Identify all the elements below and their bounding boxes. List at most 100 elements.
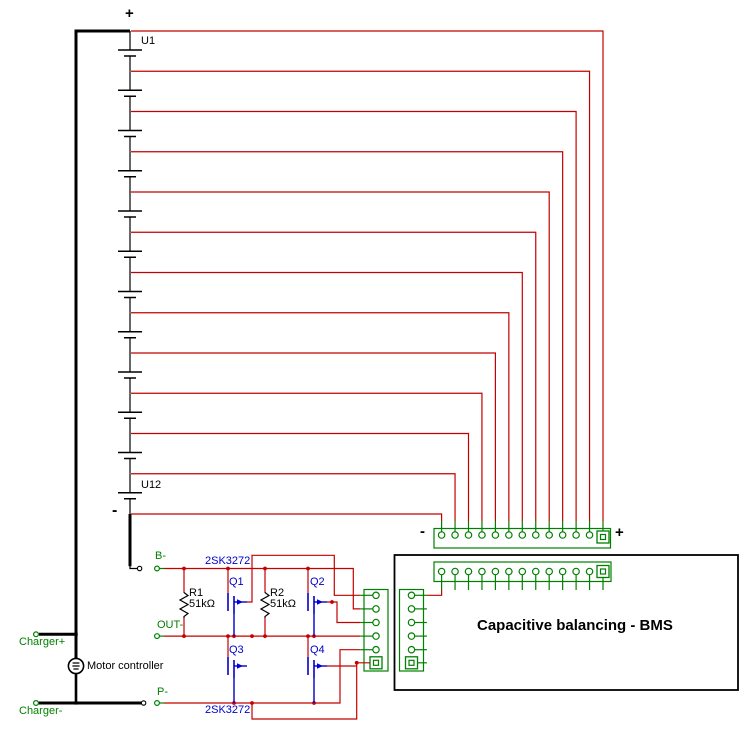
connector-pin	[545, 531, 554, 539]
connector-pin	[531, 567, 540, 576]
mosfet-arrow	[237, 663, 243, 669]
connector-pin	[407, 645, 416, 654]
sense-tap-wire	[131, 70, 591, 521]
mosfet-q1-label[interactable]: Q1	[229, 576, 244, 588]
sense-tap-wire	[131, 312, 510, 521]
motor-glyph	[72, 662, 80, 670]
terminal-charger-minus-label[interactable]: Charger-	[19, 705, 63, 717]
connector-pin	[558, 531, 567, 539]
terminal-charger-minus	[32, 699, 39, 706]
connector-pin	[372, 605, 380, 613]
terminal-charger-plus	[32, 631, 39, 638]
connector-pin-square	[596, 564, 610, 579]
sense-tap-wire	[131, 392, 483, 521]
connector-pin	[558, 567, 567, 576]
connector-pin	[372, 591, 380, 600]
sense-tap-wire	[131, 432, 470, 521]
sense-tap-wire	[131, 513, 443, 521]
mosfet-q2-label[interactable]: Q2	[310, 576, 325, 588]
resistor-r1-value[interactable]: 51kΩ	[189, 598, 215, 610]
junction-dot	[226, 566, 230, 571]
mosfet-q4-label[interactable]: Q4	[310, 644, 325, 656]
connector-pin	[451, 531, 459, 539]
junction-dot	[182, 566, 186, 571]
connector-pin	[478, 531, 486, 539]
terminal-out-minus-label[interactable]: OUT-	[157, 619, 184, 631]
connector-pin-square-inner	[372, 659, 380, 666]
battery-positive-label: +	[125, 5, 134, 22]
connector-pin	[572, 567, 580, 576]
connector-pin	[491, 531, 500, 539]
port-node	[140, 700, 147, 706]
connector-pin	[505, 531, 513, 539]
connector-pin	[451, 567, 459, 576]
junction-dot	[354, 660, 359, 665]
aux-connector-left	[363, 588, 389, 672]
mosfet-arrow	[237, 599, 243, 605]
tap-connector-minus-label: -	[420, 523, 425, 540]
resistor-r2-value[interactable]: 51kΩ	[270, 598, 296, 610]
connector-pin	[518, 531, 527, 539]
connector-pin	[478, 567, 486, 576]
connector-pin	[545, 567, 554, 576]
terminal-b-minus-label[interactable]: B-	[155, 550, 166, 562]
connector-pin	[372, 618, 380, 627]
connector-pin	[518, 567, 527, 576]
junction-dot	[226, 634, 230, 638]
mosfet-part-bottom-label[interactable]: 2SK3272	[205, 704, 251, 716]
sense-tap-wire	[131, 191, 550, 521]
junction-dot	[306, 566, 310, 571]
bms-title: Capacitive balancing - BMS	[477, 617, 673, 634]
battery-negative-label: -	[112, 502, 118, 519]
tap-connector-plus-label: +	[615, 524, 624, 541]
wire	[327, 601, 361, 624]
junction-dot	[263, 566, 267, 571]
resistor-r1-label[interactable]: R1	[189, 587, 204, 599]
cell-label-u12[interactable]: U12	[141, 479, 162, 491]
sense-tap-wire	[131, 231, 537, 521]
connector-pin	[372, 645, 380, 654]
motor-controller-label[interactable]: Motor controller	[87, 660, 164, 672]
connector-pin	[407, 591, 416, 600]
connector-pin	[585, 531, 594, 539]
mosfet-arrow	[317, 599, 323, 605]
junction-dot	[306, 634, 310, 638]
wire	[251, 662, 370, 720]
wire	[247, 554, 361, 603]
connector-pin-square-inner	[599, 568, 607, 575]
connector-pin	[407, 618, 416, 627]
connector-pin	[407, 605, 416, 613]
terminal-p-minus-label[interactable]: P-	[157, 686, 168, 698]
connector-pin	[437, 567, 446, 576]
connector-pin	[505, 567, 513, 576]
sense-tap-wire	[131, 151, 564, 521]
sense-tap-wire	[131, 30, 604, 521]
terminal-p-minus	[154, 699, 161, 706]
junction-dot	[250, 701, 254, 705]
mosfet-part-top-label[interactable]: 2SK3272	[205, 555, 251, 567]
sense-tap-wire	[131, 352, 496, 521]
junction-square	[74, 701, 78, 705]
bms-box	[393, 554, 739, 691]
junction-dot	[263, 634, 267, 638]
connector-pin	[407, 632, 416, 640]
connector-pin	[437, 531, 446, 539]
resistor-symbol	[178, 592, 190, 618]
mosfet-q3-label[interactable]: Q3	[229, 644, 244, 656]
junction-dot	[330, 600, 334, 604]
cell-label-u1[interactable]: U1	[141, 35, 156, 47]
mosfet-arrow	[317, 663, 323, 669]
connector-pin	[572, 531, 580, 539]
terminal-charger-plus-label[interactable]: Charger+	[19, 636, 66, 648]
resistor-symbol	[259, 592, 271, 618]
junction-dot	[182, 634, 186, 638]
resistor-r2-label[interactable]: R2	[270, 587, 285, 599]
aux-connector-right	[398, 588, 425, 672]
sense-tap-wire	[131, 473, 456, 521]
connector-pin	[491, 567, 500, 576]
connector-pin	[464, 531, 473, 539]
terminal-out-minus	[154, 633, 161, 640]
terminal-b-minus	[154, 565, 161, 572]
